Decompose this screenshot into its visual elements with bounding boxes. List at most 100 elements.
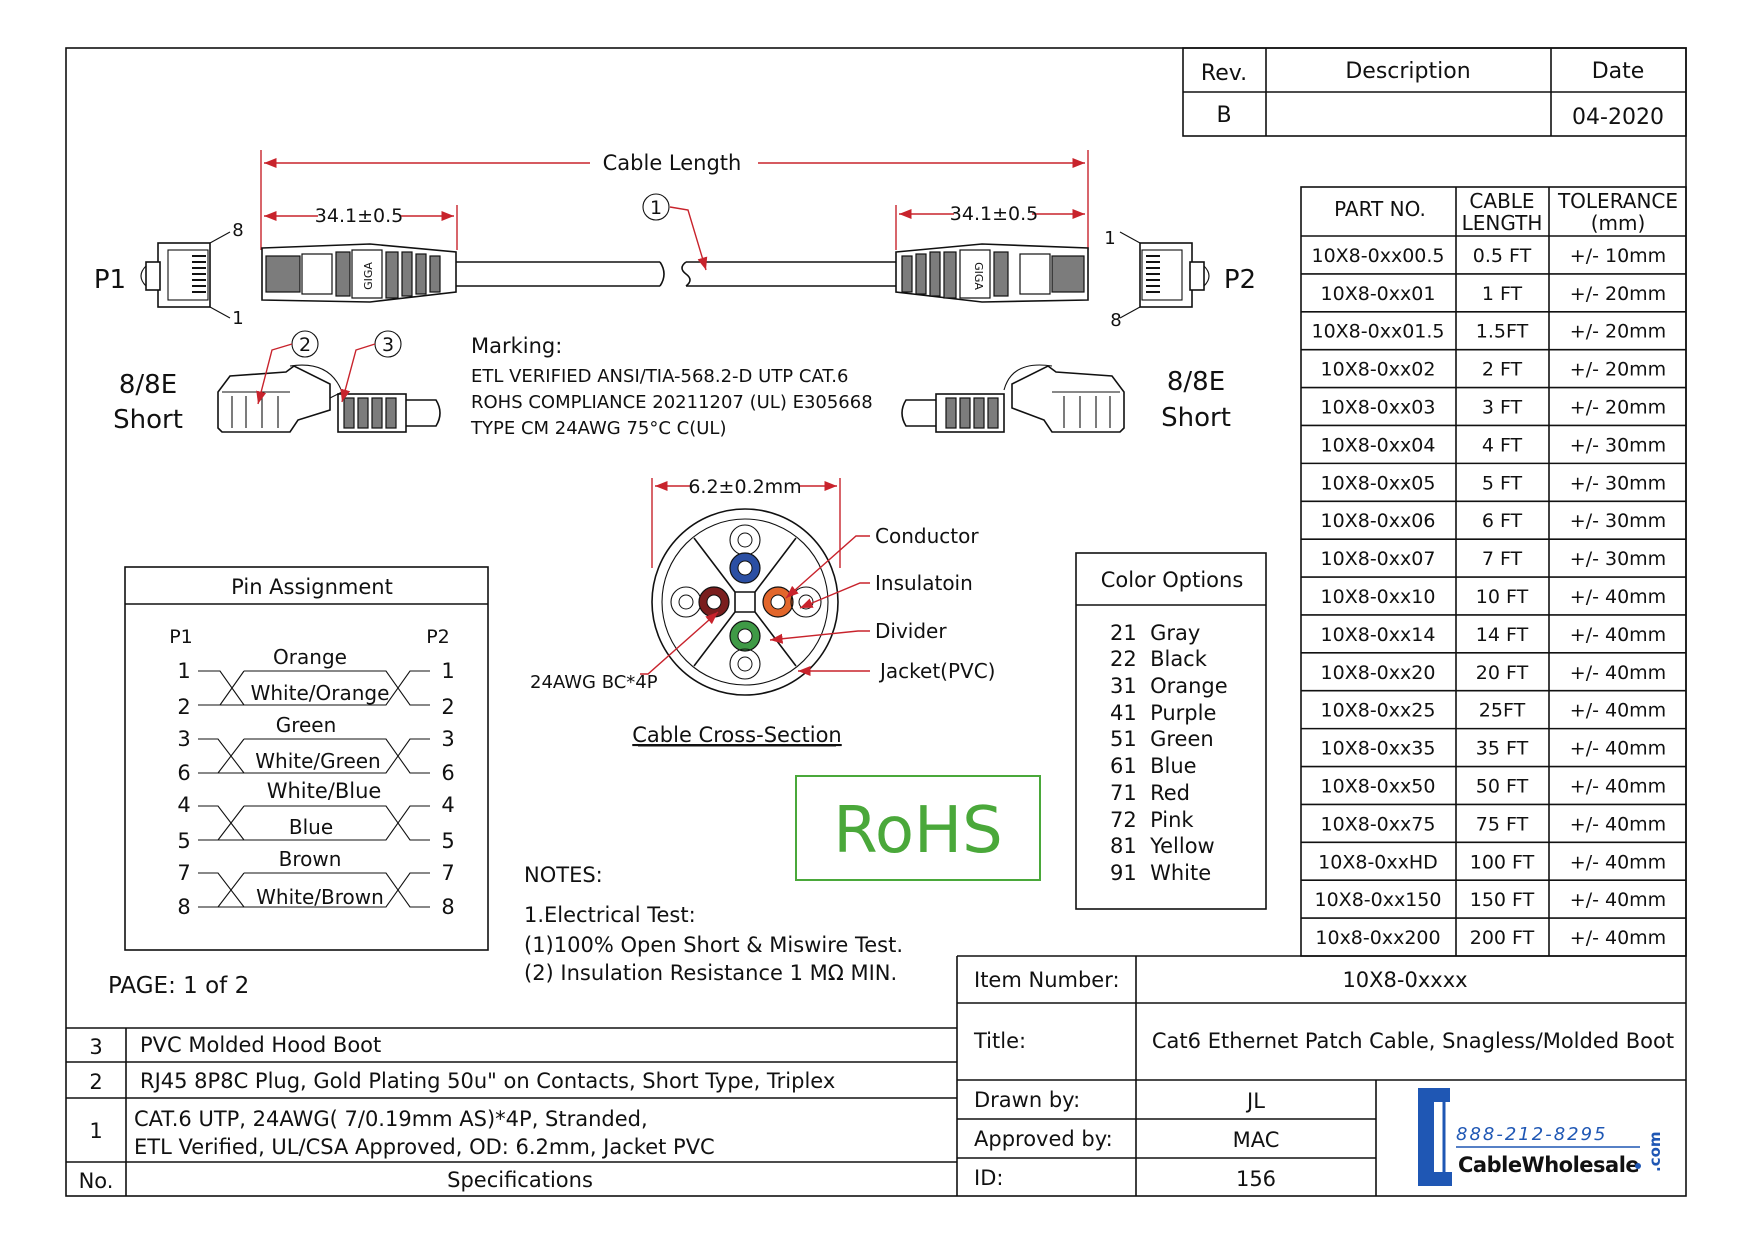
tolerance-cell: +/- 40mm — [1570, 662, 1666, 684]
pin-left-1: 1 — [177, 659, 190, 683]
cable-cross-section: 6.2±0.2mm Conductor Insulatoin Divider J… — [530, 476, 995, 747]
p1-plug — [140, 231, 231, 319]
cross-section-title: Cable Cross-Section — [632, 723, 841, 747]
pair-2-wires — [198, 738, 430, 774]
p2-pin-1: 1 — [1104, 228, 1115, 249]
cable-length-cell: 0.5 FT — [1473, 245, 1532, 267]
tolerance-cell: +/- 30mm — [1570, 510, 1666, 532]
part-number-cell: 10X8-0xx07 — [1321, 548, 1436, 570]
p1-label: P1 — [94, 265, 126, 295]
cable-break — [681, 261, 691, 287]
color-options-title: Color Options — [1101, 568, 1244, 592]
left-boot: GIGA — [261, 243, 457, 303]
revision-block: Rev. Description Date B 04-2020 — [1182, 47, 1687, 137]
bom-spec-1-line2: ETL Verified, UL/CSA Approved, OD: 6.2mm… — [134, 1135, 715, 1159]
logo-com: .com — [1646, 1131, 1664, 1172]
tolerance-cell: +/- 40mm — [1570, 586, 1666, 608]
cable-length-cell: 3 FT — [1482, 397, 1523, 419]
color-option-0: 21 Gray — [1110, 621, 1200, 645]
left-boot-giga: GIGA — [362, 262, 375, 290]
tolerance-cell: +/- 40mm — [1570, 889, 1666, 911]
tolerance-cell: +/- 40mm — [1570, 700, 1666, 722]
parts-header-tolerance-1: TOLERANCE — [1557, 189, 1678, 213]
side-view-right — [901, 364, 1125, 433]
part-number-cell: 10X8-0xx50 — [1321, 775, 1436, 797]
bom-table: 3 PVC Molded Hood Boot 2 RJ45 8P8C Plug,… — [66, 1027, 957, 1196]
pin-left-4: 4 — [177, 793, 190, 817]
pin-assignment-title: Pin Assignment — [231, 575, 393, 599]
pair-3-wires — [198, 805, 430, 841]
bom-no-2: 2 — [89, 1070, 102, 1094]
pin-right-2: 2 — [441, 695, 454, 719]
id-label: ID: — [974, 1166, 1003, 1190]
cablewholesale-logo: 888-212-8295 CableWholesale .com — [1418, 1088, 1664, 1186]
tolerance-cell: +/- 10mm — [1570, 245, 1666, 267]
pin-left-7: 7 — [177, 861, 190, 885]
part-number-cell: 10X8-0xx00.5 — [1311, 245, 1444, 267]
part-number-cell: 10X8-0xx02 — [1321, 359, 1436, 381]
pair-2-bottom: White/Green — [255, 749, 380, 773]
drawn-by-label: Drawn by: — [974, 1088, 1080, 1112]
right-boot: GIGA — [895, 243, 1089, 303]
tolerance-cell: +/- 20mm — [1570, 283, 1666, 305]
cable-length-cell: 25FT — [1479, 700, 1526, 722]
pin-left-3: 3 — [177, 727, 190, 751]
short-left-line1: 8/8E — [119, 370, 177, 400]
logo-name: CableWholesale — [1458, 1153, 1639, 1177]
cable-length-cell: 35 FT — [1476, 738, 1529, 760]
color-option-7: 72 Pink — [1110, 808, 1194, 832]
title-block: Item Number: 10X8-0xxxx Title: Cat6 Ethe… — [956, 955, 1686, 1196]
short-left-line2: Short — [113, 405, 183, 435]
parts-table: PART NO. CABLE LENGTH TOLERANCE (mm) 10X… — [1300, 186, 1687, 957]
cable-length-dimension: Cable Length 34.1±0.5 34.1±0.5 — [260, 150, 1089, 250]
pair-4-top: Brown — [279, 847, 342, 871]
pin-right-5: 5 — [441, 829, 454, 853]
pin-left-6: 6 — [177, 761, 190, 785]
p1-pin-1: 1 — [232, 308, 243, 329]
rev-value: B — [1216, 103, 1231, 128]
callout-3: 3 — [382, 334, 394, 356]
tolerance-cell: +/- 20mm — [1570, 321, 1666, 343]
tolerance-cell: +/- 40mm — [1570, 851, 1666, 873]
part-number-cell: 10X8-0xx04 — [1321, 434, 1436, 456]
part-number-cell: 10X8-0xx01 — [1321, 283, 1436, 305]
cable-length-cell: 14 FT — [1476, 624, 1529, 646]
callout-2-leader — [256, 343, 293, 405]
marking-line-3: TYPE CM 24AWG 75°C C(UL) — [470, 418, 726, 439]
id-value: 156 — [1236, 1167, 1276, 1191]
callout-3-leader — [340, 343, 376, 403]
short-right-line1: 8/8E — [1167, 367, 1225, 397]
part-number-cell: 10X8-0xx06 — [1321, 510, 1436, 532]
tolerance-cell: +/- 40mm — [1570, 775, 1666, 797]
bom-footer-no: No. — [79, 1169, 114, 1193]
bom-no-1: 1 — [89, 1119, 102, 1143]
bom-no-3: 3 — [89, 1035, 102, 1059]
part-number-cell: 10X8-0xxHD — [1318, 851, 1438, 873]
tolerance-cell: +/- 30mm — [1570, 472, 1666, 494]
rohs-mark: RoHS — [795, 775, 1041, 881]
cable-length-cell: 20 FT — [1476, 662, 1529, 684]
cable-length-cell: 100 FT — [1470, 851, 1535, 873]
description-header: Description — [1345, 59, 1470, 84]
color-options: Color Options 21 Gray 22 Black 31 Orange… — [1075, 552, 1267, 910]
color-option-9: 91 White — [1110, 861, 1211, 885]
p2-pin-8: 8 — [1110, 310, 1121, 331]
pin-left-8: 8 — [177, 895, 190, 919]
parts-header-part-no: PART NO. — [1334, 197, 1426, 221]
cable-length-cell: 75 FT — [1476, 813, 1529, 835]
color-option-8: 81 Yellow — [1110, 834, 1215, 858]
part-number-cell: 10X8-0xx05 — [1321, 472, 1436, 494]
part-number-cell: 10X8-0xx75 — [1321, 813, 1436, 835]
jacket-label: Jacket(PVC) — [878, 659, 995, 683]
right-boot-giga: GIGA — [972, 262, 985, 290]
part-number-cell: 10X8-0xx01.5 — [1311, 321, 1444, 343]
notes-line-1: 1.Electrical Test: — [524, 903, 696, 927]
pin-right-1: 1 — [441, 659, 454, 683]
part-number-cell: 10X8-0xx03 — [1321, 397, 1436, 419]
cable-left-segment — [456, 261, 665, 287]
bom-spec-1-line1: CAT.6 UTP, 24AWG( 7/0.19mm AS)*4P, Stran… — [134, 1107, 648, 1131]
callout-2: 2 — [299, 334, 311, 356]
approved-by-label: Approved by: — [974, 1127, 1113, 1151]
